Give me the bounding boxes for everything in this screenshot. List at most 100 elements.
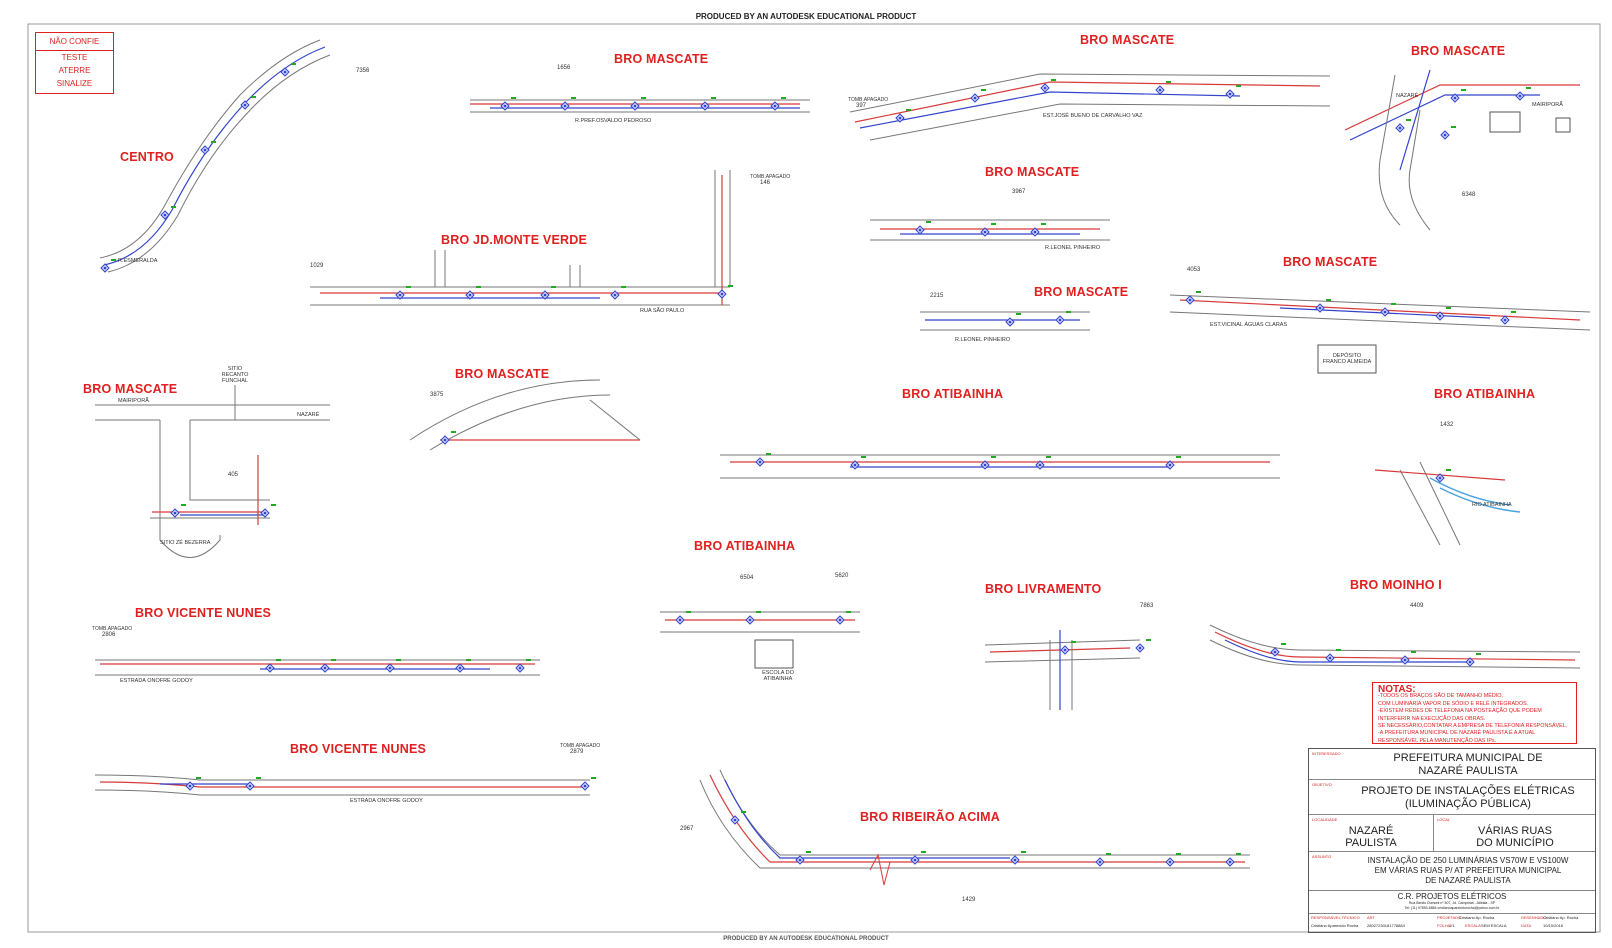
luminaire-mark [1526,87,1531,89]
pole-center [973,96,977,100]
pole-center [918,228,922,232]
luminaire-mark [1021,851,1026,853]
warning-line: TESTE [61,53,88,62]
section-title-mascate: BRO MASCATE [1411,44,1506,58]
pole-center [283,70,287,74]
tb-localidade-2: PAULISTA [1345,837,1397,849]
tb-local-2: DO MUNICÍPIO [1476,837,1554,849]
luminaire-mark [1196,291,1201,293]
tb-label: RESPONSÁVEL TÉCNICO [1311,915,1360,920]
luminaire-mark [1146,639,1151,641]
tb-assunto-1: INSTALAÇÃO DE 250 LUMINÁRIAS VS70W E VS1… [1367,856,1569,865]
luminaire-mark [406,286,411,288]
place-label: SITIO ZÉ BEZERRA [160,540,211,546]
pole-number: 397 [856,103,867,109]
pole-center [1098,860,1102,864]
note-line: COM LUMINÁRIA VAPOR DE SÓDIO E RELÉ INTE… [1378,700,1529,707]
pole-center [173,511,177,515]
tb-label: FOLHA [1437,923,1451,928]
note-line: SE NECESSÁRIO,CONTATAR A EMPRESA DE TELE… [1378,723,1568,730]
pole-center [798,858,802,862]
luminaire-mark [211,141,216,143]
tb-escala: SEM ESCALA [1481,923,1507,928]
pole-center [468,293,472,297]
tb-contato: Tel: (11) 97893-6884 cristianoaparecidor… [1404,906,1500,910]
tb-data: 10/10/2016 [1543,923,1564,928]
luminaire-mark [1391,303,1396,305]
pole-center [913,858,917,862]
luminaire-mark [526,659,531,661]
pole-label: TOMB.APAGADO [848,97,889,103]
tb-label: INTERESSADO [1312,751,1341,756]
pole-number: 2806 [102,632,116,638]
pole-number: 7863 [1140,603,1154,609]
pole-center [388,666,392,670]
luminaire-mark [1066,311,1071,313]
section-title-monte-verde: BRO JD.MONTE VERDE [441,233,587,247]
luminaire-mark [251,96,256,98]
tb-assunto-2: EM VÁRIAS RUAS P/ AT PREFEITURA MUNICIPA… [1374,866,1562,875]
street-label: NAZARÉ [1396,93,1419,99]
pole-center [773,104,777,108]
luminaire-mark [921,851,926,853]
luminaire-mark [1446,469,1451,471]
place-label: ESCOLA DO ATIBAINHA [762,670,794,682]
pole-number: 7356 [356,68,370,74]
tb-objetivo-2: (ILUMINAÇÃO PÚBLICA) [1405,798,1531,810]
luminaire-mark [846,611,851,613]
luminaire-mark [466,659,471,661]
luminaire-mark [1016,313,1021,315]
tb-label: ESCALA [1465,923,1481,928]
tb-row-footer: RESPONSÁVEL TÉCNICO Cristiano Aparecido … [1309,914,1595,932]
pole-center [983,463,987,467]
pole-center [243,103,247,107]
luminaire-mark [196,777,201,779]
luminaire-mark [686,611,691,613]
pole-center [1228,92,1232,96]
luminaire-mark [711,97,716,99]
tb-label: LOCAL [1437,817,1451,822]
section-title-centro: CENTRO [120,150,174,164]
pole-center [203,148,207,152]
pole-center [838,618,842,622]
pole-center [1063,648,1067,652]
luminaire-mark [728,285,733,287]
pole-label: TOMB.APAGADO [750,174,791,180]
section-title-mascate: BRO MASCATE [83,382,178,396]
luminaire-mark [1046,456,1051,458]
pole-center [1038,463,1042,467]
place-label: SITIO RECANTO FUNCHAL [221,366,249,384]
luminaire-mark [1406,119,1411,121]
luminaire-mark [1236,85,1241,87]
notes-box: NOTAS: -TODOS OS BRAÇOS SÃO DE TAMANHO M… [1372,682,1577,744]
luminaire-mark [991,223,996,225]
tb-label: OBJETIVO [1312,782,1332,787]
tb-endereco: Rua Benito Dumont nº 507, Jd. Campinas -… [1408,901,1496,905]
luminaire-mark [806,851,811,853]
pole-center [1468,660,1472,664]
luminaire-mark [1041,223,1046,225]
luminaire-mark [981,89,986,91]
place-label: DEPÓSITO FRANCO ALMEIDA [1322,353,1372,365]
pole-center [263,511,267,515]
tb-label: PROJETADO [1437,915,1462,920]
pole-center [1168,463,1172,467]
notes-title: NOTAS: [1378,684,1416,695]
street-label: RUA SÃO PAULO [640,308,685,314]
luminaire-mark [621,286,626,288]
tb-label: LOCALIDADE [1312,817,1338,822]
tb-label: ART [1367,915,1375,920]
street-label: ESTRADA ONOFRE GODOY [120,678,193,684]
luminaire-mark [1071,641,1076,643]
section-title-atibainha: BRO ATIBAINHA [694,539,796,553]
pole-center [633,104,637,108]
street-label: EST.VICINAL ÁGUAS CLARAS [1210,322,1288,328]
pole-center [443,438,447,442]
pole-center [1158,88,1162,92]
pole-center [1043,86,1047,90]
luminaire-mark [1511,311,1516,313]
pole-center [188,784,192,788]
luminaire-mark [906,109,911,111]
